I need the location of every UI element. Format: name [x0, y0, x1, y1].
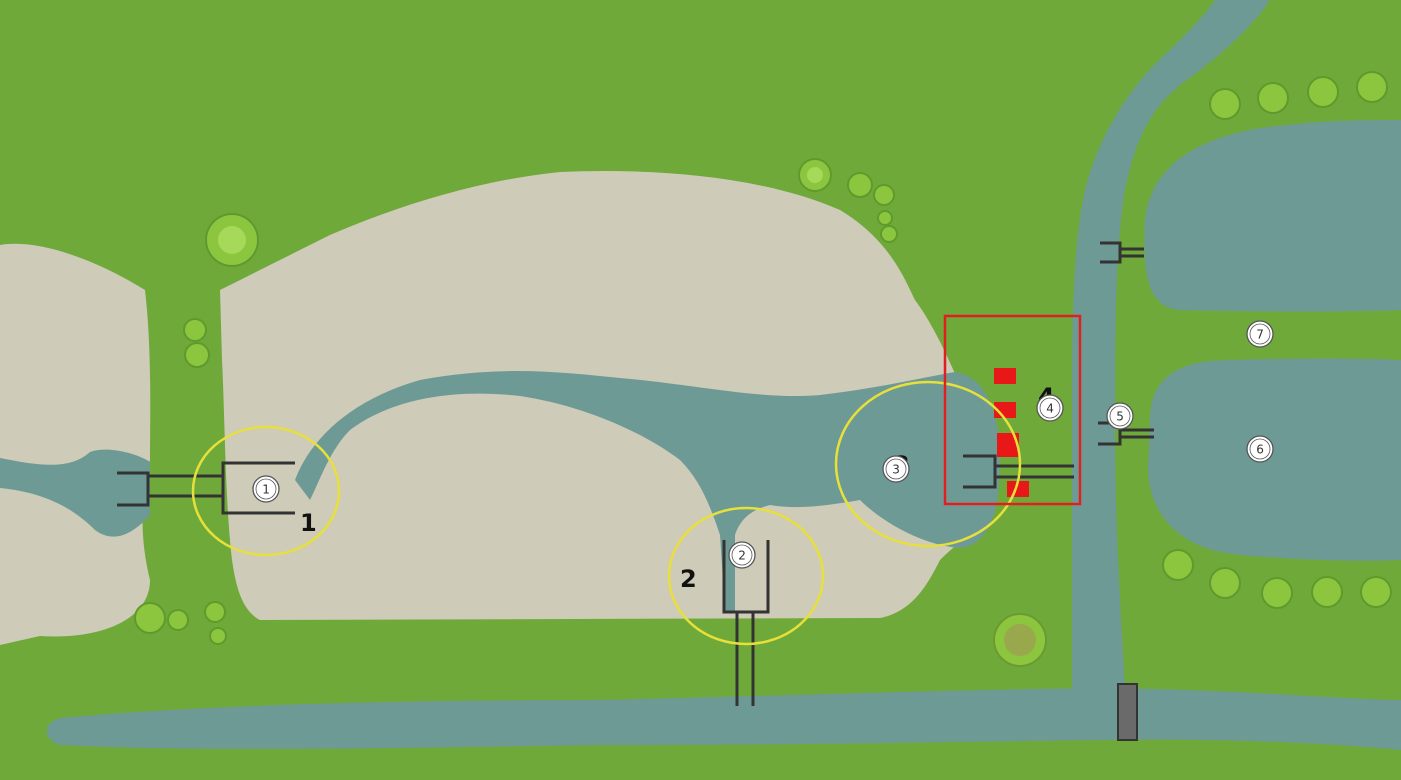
tree	[1162, 549, 1194, 581]
tree	[847, 172, 873, 198]
zone-label-2: 2	[680, 565, 697, 593]
tree	[1257, 82, 1289, 114]
map-marker-1[interactable]: 1	[252, 475, 280, 503]
map-marker-4[interactable]: 4	[1036, 394, 1064, 422]
tree	[873, 184, 895, 206]
dock-3	[963, 454, 1074, 489]
tree	[1311, 576, 1343, 608]
dock-2	[722, 540, 770, 706]
bridge-gate	[1117, 683, 1138, 741]
water-west-inlet	[0, 449, 150, 537]
highlight-zone-3	[834, 380, 1022, 548]
dock-north-pond	[1100, 241, 1144, 264]
tree	[1261, 577, 1293, 609]
water-east-river	[1072, 0, 1270, 690]
water-pond-south	[1148, 358, 1401, 561]
svg-text:2: 2	[738, 549, 746, 563]
tree-group	[134, 71, 1392, 667]
map-marker-7[interactable]: 7	[1246, 320, 1274, 348]
tree	[1356, 71, 1388, 103]
red-marker	[1007, 481, 1029, 497]
map-marker-6[interactable]: 6	[1246, 435, 1274, 463]
tree	[184, 342, 210, 368]
map-marker-2[interactable]: 2	[728, 541, 756, 569]
svg-text:7: 7	[1256, 328, 1264, 342]
tree	[1307, 76, 1339, 108]
tree	[877, 210, 893, 226]
tree	[880, 225, 898, 243]
red-marker	[994, 368, 1016, 384]
water-pond-north	[1144, 120, 1401, 312]
map-marker-5[interactable]: 5	[1106, 402, 1134, 430]
tree	[1209, 567, 1241, 599]
svg-text:1: 1	[262, 483, 270, 497]
tree	[218, 226, 246, 254]
tree	[807, 167, 823, 183]
tree	[1360, 576, 1392, 608]
tree	[1209, 88, 1241, 120]
tree	[1004, 624, 1036, 656]
tree	[167, 609, 189, 631]
water-south-channel	[46, 688, 1401, 750]
water-main-channel	[295, 371, 1000, 612]
sand-area-west	[0, 243, 151, 646]
tree	[134, 602, 166, 634]
svg-text:5: 5	[1116, 410, 1124, 424]
svg-text:4: 4	[1046, 402, 1054, 416]
highlight-zone-2	[667, 506, 825, 646]
zone-label-1: 1	[300, 509, 317, 537]
dock-1	[117, 461, 295, 515]
highlight-zone-4	[943, 314, 1082, 506]
highlight-zone-1	[191, 425, 341, 557]
map-marker-3[interactable]: 3	[882, 455, 910, 483]
svg-text:3: 3	[892, 463, 900, 477]
red-marker	[997, 433, 1019, 457]
tree	[204, 601, 226, 623]
tree	[209, 627, 227, 645]
tree	[183, 318, 207, 342]
svg-text:6: 6	[1256, 443, 1264, 457]
